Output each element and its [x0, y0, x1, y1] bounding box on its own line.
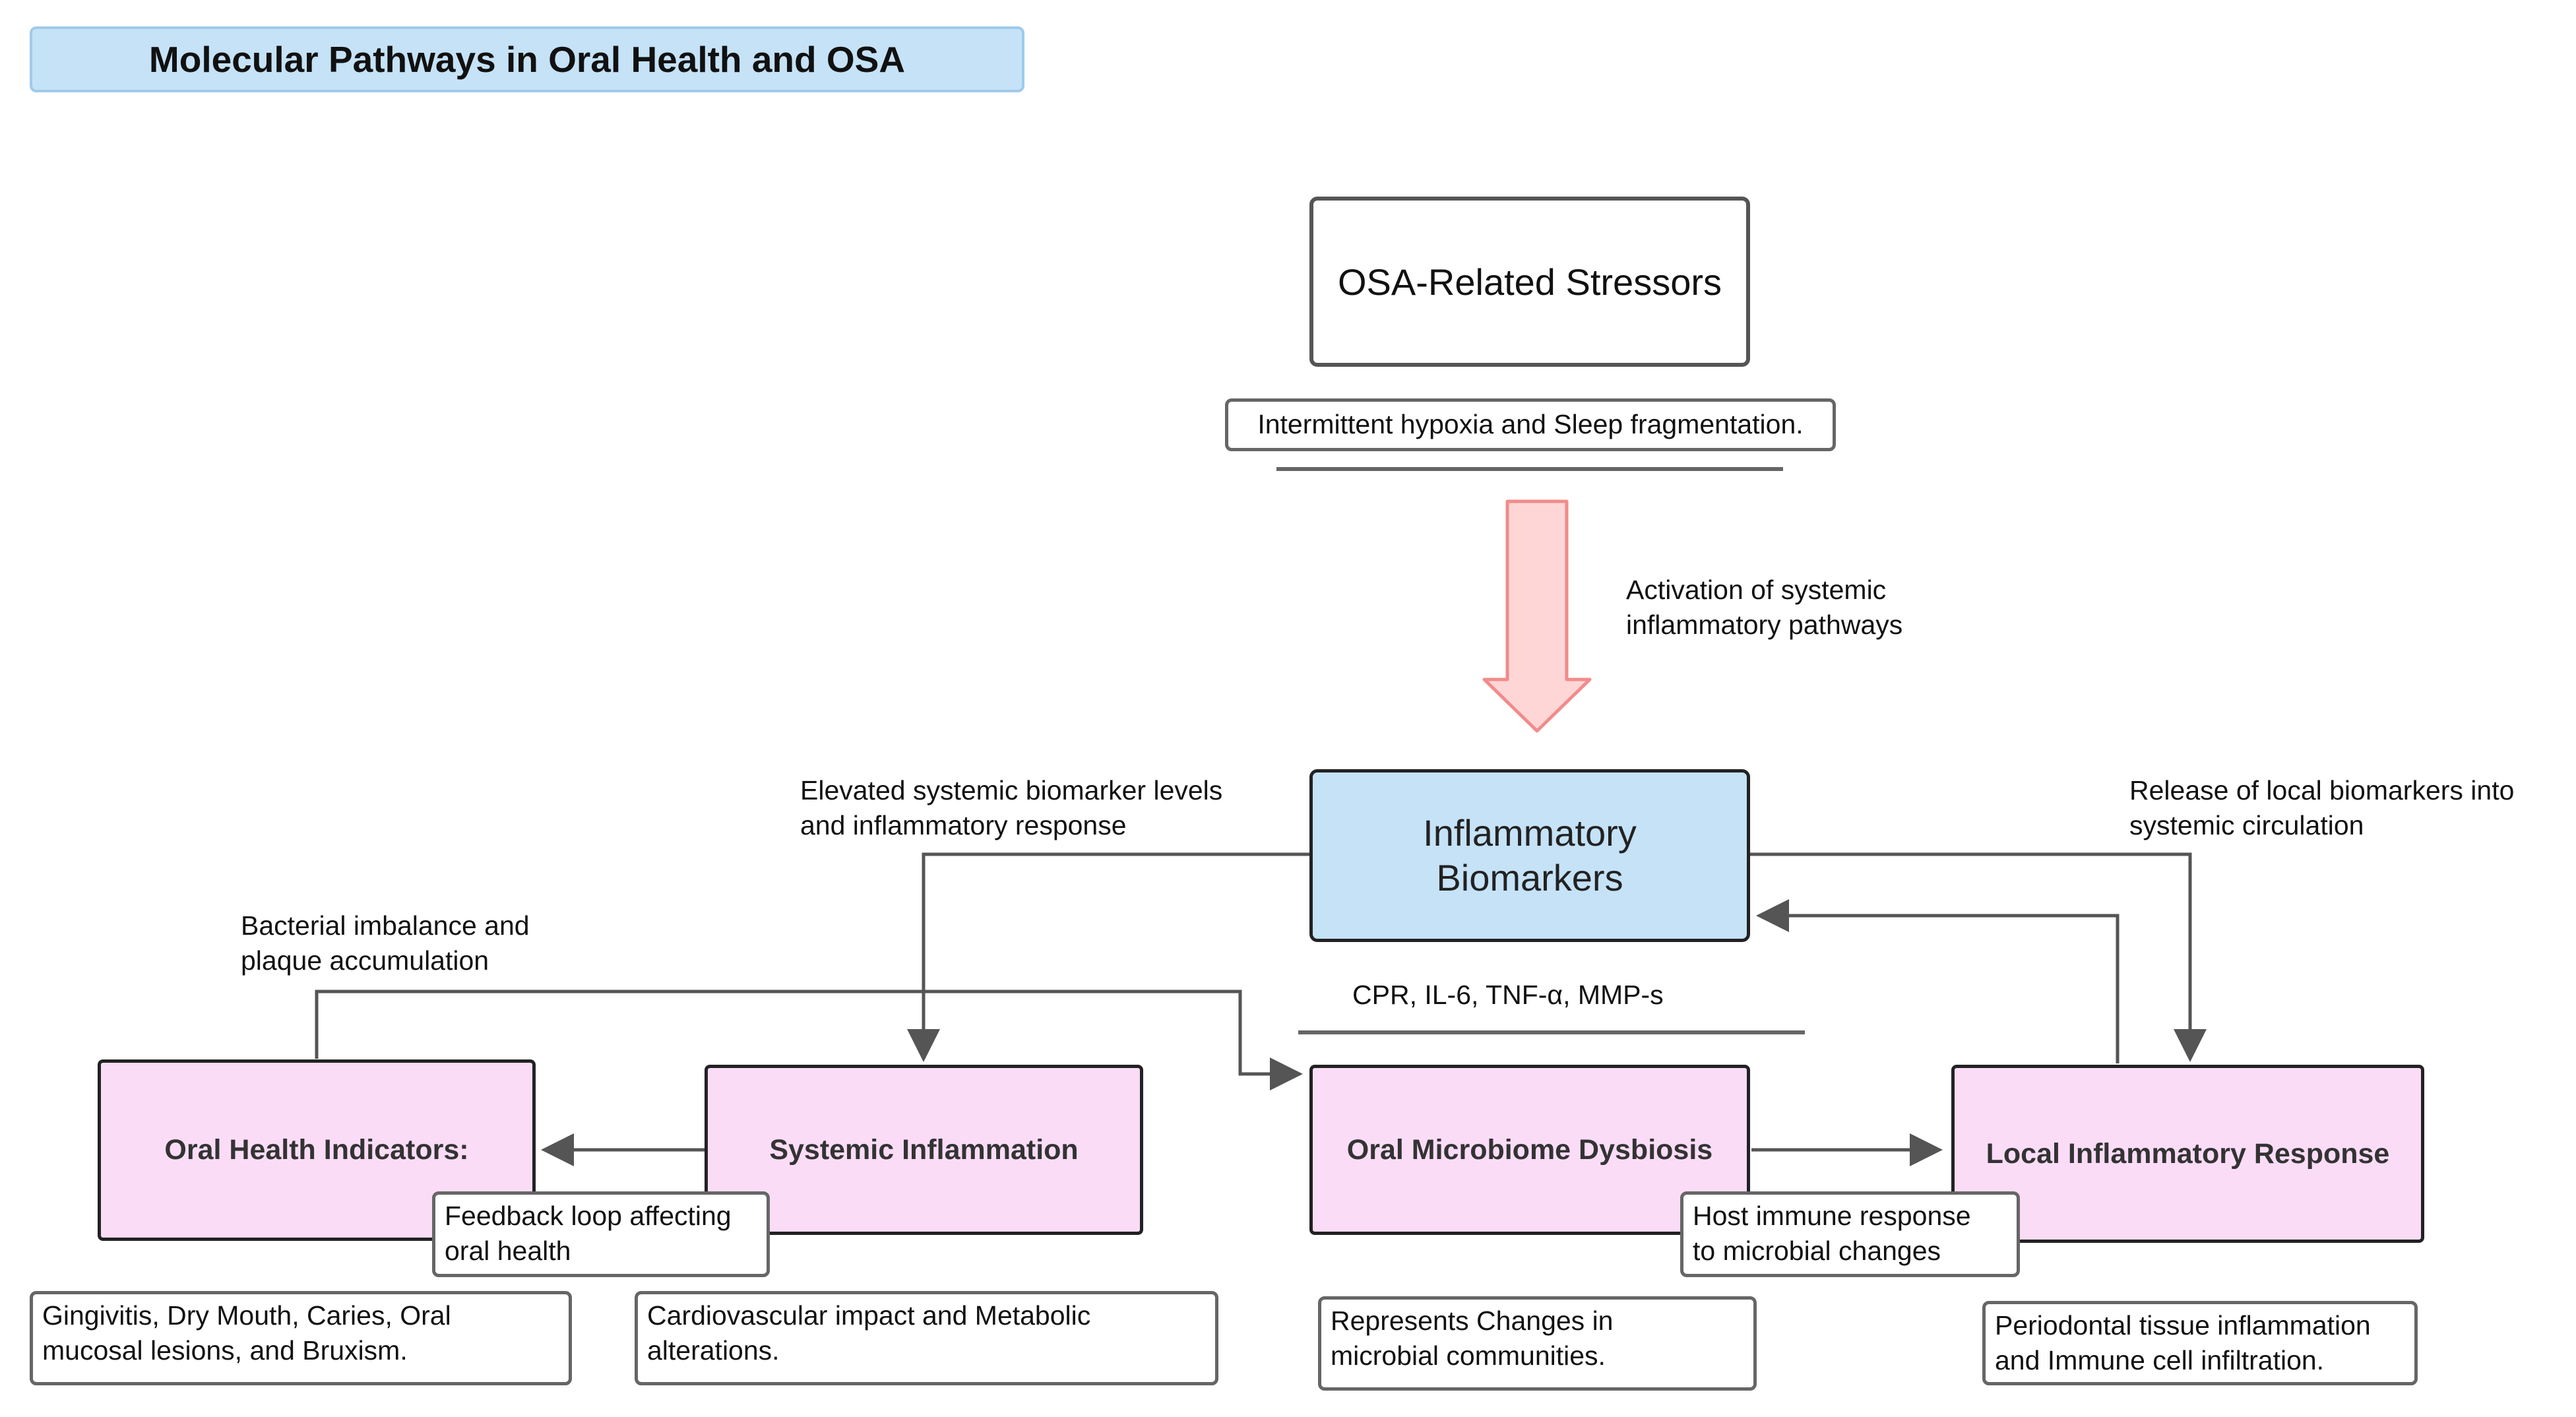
- edge-oral-to-dysbiosis: [315, 990, 1303, 1090]
- bacterial-label: Bacterial imbalance and plaque accumulat…: [241, 908, 530, 978]
- elevated-label: Elevated systemic biomarker levels and i…: [800, 773, 1222, 843]
- local-detail-line-2: and Immune cell infiltration.: [1995, 1345, 2325, 1375]
- release-label-line-2: systemic circulation: [2129, 810, 2364, 840]
- systemic-detail-line-2: alterations.: [647, 1335, 780, 1366]
- stressors-detail: Intermittent hypoxia and Sleep fragmenta…: [1225, 398, 1836, 451]
- local-response-label: Local Inflammatory Response: [1986, 1137, 2390, 1170]
- biomarkers-examples-text: CPR, IL-6, TNF-α, MMP-s: [1352, 980, 1664, 1010]
- stressors-node: OSA-Related Stressors: [1309, 197, 1750, 367]
- biomarkers-rule: [1298, 1030, 1805, 1034]
- biomarkers-label-line-1: Inflammatory: [1423, 812, 1637, 854]
- biomarkers-label-line-2: Biomarkers: [1436, 857, 1623, 898]
- dysbiosis-node: Oral Microbiome Dysbiosis: [1309, 1065, 1750, 1235]
- bacterial-label-line-2: plaque accumulation: [241, 945, 489, 976]
- feedback-label-line-1: Feedback loop affecting: [445, 1201, 732, 1231]
- stressors-detail-text: Intermittent hypoxia and Sleep fragmenta…: [1257, 409, 1804, 439]
- oral-health-detail: Gingivitis, Dry Mouth, Caries, Oral muco…: [30, 1291, 572, 1385]
- local-detail-line-1: Periodontal tissue inflammation: [1995, 1310, 2371, 1340]
- diagram-title: Molecular Pathways in Oral Health and OS…: [30, 26, 1024, 92]
- systemic-detail-line-1: Cardiovascular impact and Metabolic: [647, 1300, 1091, 1331]
- biomarkers-examples: CPR, IL-6, TNF-α, MMP-s: [1352, 978, 1664, 1013]
- stressors-rule: [1276, 467, 1783, 471]
- elevated-label-line-2: and inflammatory response: [800, 810, 1127, 840]
- oral-health-detail-line-2: mucosal lesions, and Bruxism.: [42, 1335, 408, 1366]
- activation-label: Activation of systemic inflammatory path…: [1626, 573, 1902, 643]
- host-label: Host immune response to microbial change…: [1680, 1191, 2020, 1277]
- systemic-inflammation-node: Systemic Inflammation: [705, 1065, 1143, 1235]
- local-detail: Periodontal tissue inflammation and Immu…: [1982, 1301, 2418, 1385]
- diagram-title-text: Molecular Pathways in Oral Health and OS…: [148, 39, 906, 80]
- activation-label-line-2: inflammatory pathways: [1626, 610, 1903, 640]
- edge-biomarkers-to-systemic: [907, 852, 1309, 1062]
- activation-label-line-1: Activation of systemic: [1626, 575, 1887, 605]
- bacterial-label-line-1: Bacterial imbalance and: [241, 910, 530, 941]
- dysbiosis-detail-line-2: microbial communities.: [1331, 1340, 1606, 1371]
- host-label-line-2: to microbial changes: [1693, 1236, 1941, 1266]
- biomarkers-node: Inflammatory Biomarkers: [1309, 769, 1750, 942]
- feedback-label-line-2: oral health: [445, 1236, 571, 1266]
- systemic-detail: Cardiovascular impact and Metabolic alte…: [635, 1291, 1218, 1385]
- dysbiosis-detail: Represents Changes in microbial communit…: [1318, 1296, 1757, 1391]
- dysbiosis-label: Oral Microbiome Dysbiosis: [1346, 1133, 1713, 1166]
- systemic-inflammation-label: Systemic Inflammation: [769, 1133, 1079, 1166]
- host-label-line-1: Host immune response: [1693, 1201, 1971, 1231]
- edge-biomarkers-to-local: [1748, 852, 2207, 1062]
- activation-arrow: [1482, 499, 1592, 733]
- local-response-node: Local Inflammatory Response: [1951, 1065, 2424, 1243]
- oral-health-detail-line-1: Gingivitis, Dry Mouth, Caries, Oral: [42, 1300, 451, 1331]
- release-label: Release of local biomarkers into systemi…: [2129, 773, 2514, 843]
- edge-local-to-biomarkers: [1756, 899, 2120, 1063]
- oral-health-label: Oral Health Indicators:: [164, 1134, 469, 1166]
- dysbiosis-detail-line-1: Represents Changes in: [1331, 1306, 1614, 1336]
- feedback-label: Feedback loop affecting oral health: [432, 1191, 770, 1277]
- elevated-label-line-1: Elevated systemic biomarker levels: [800, 775, 1223, 805]
- release-label-line-1: Release of local biomarkers into: [2129, 775, 2515, 805]
- stressors-label: OSA-Related Stressors: [1338, 261, 1722, 303]
